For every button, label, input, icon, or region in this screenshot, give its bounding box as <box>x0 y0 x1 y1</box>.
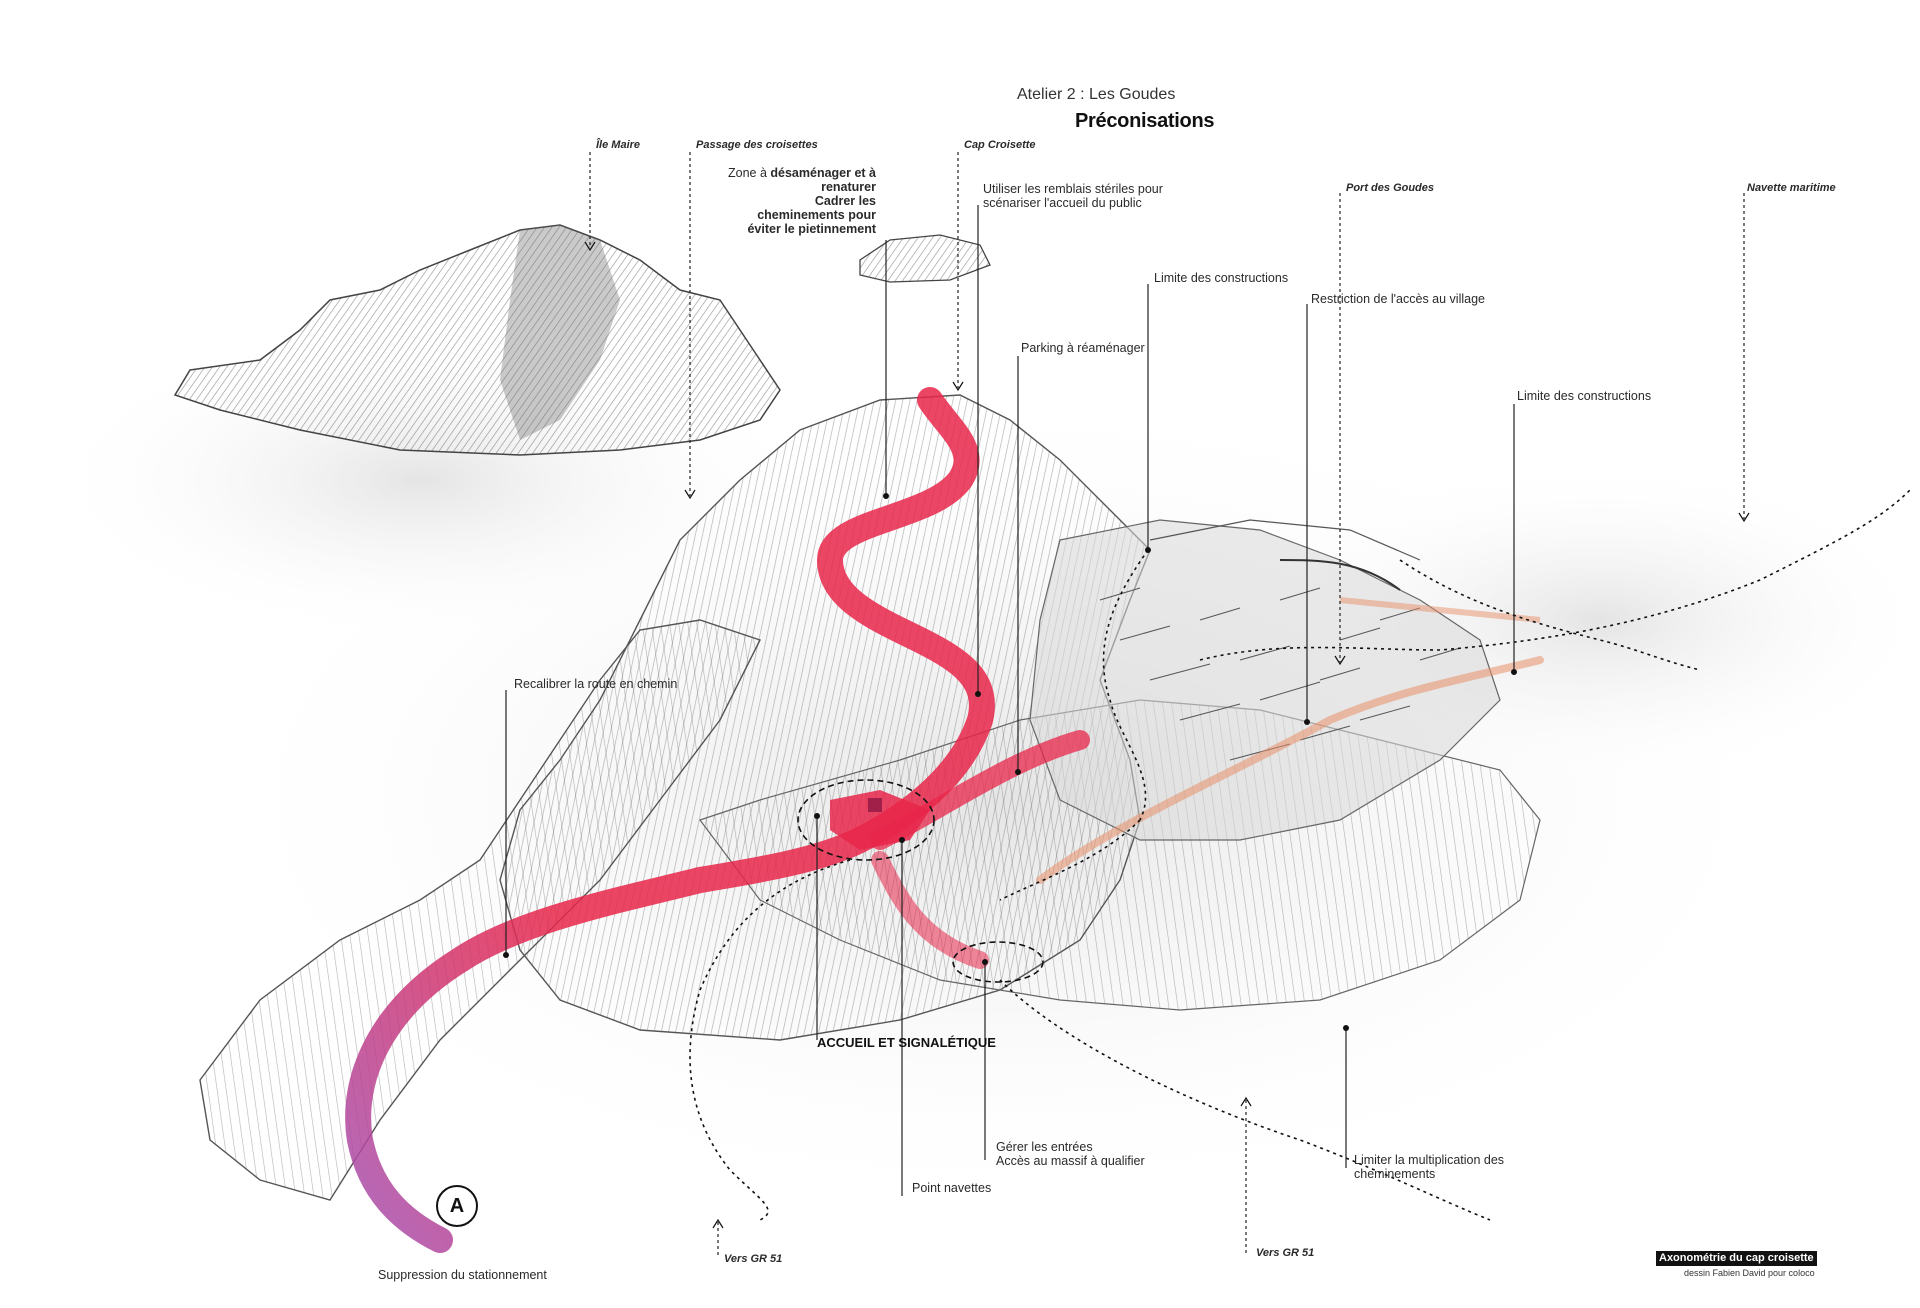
place-vers-gr51-right: Vers GR 51 <box>1256 1247 1315 1259</box>
dotted-trails <box>689 489 1911 1221</box>
ile-maire-island <box>173 224 781 456</box>
leader-lines <box>505 152 1745 1255</box>
place-vers-gr51-left: Vers GR 51 <box>724 1253 783 1265</box>
leader-arrows <box>584 241 1750 1229</box>
annotation-gerer-entrees: Gérer les entrées Accès au massif à qual… <box>996 1140 1145 1168</box>
cap-croisette-landmass <box>199 394 1541 1201</box>
annotation-limite-constructions-2: Limite des constructions <box>1517 389 1652 403</box>
annotation-entrees-line1: Gérer les entrées <box>996 1140 1093 1154</box>
annotation-remblais: Utiliser les remblais stériles pour scén… <box>983 182 1163 210</box>
place-port-des-goudes: Port des Goudes <box>1346 182 1435 194</box>
annotation-limiter-cheminements: Limiter la multiplication des cheminemen… <box>1354 1153 1504 1181</box>
place-cap-croisette: Cap Croisette <box>964 139 1036 151</box>
page-subtitle: Atelier 2 : Les Goudes <box>1017 86 1176 103</box>
village-road <box>1036 597 1544 884</box>
annotation-entrees-line2: Accès au massif à qualifier <box>996 1154 1145 1168</box>
annotation-limiter-line2: cheminements <box>1354 1167 1436 1181</box>
annotation-limite-constructions-1: Limite des constructions <box>1154 271 1289 285</box>
annotation-zone-line1a: Zone à <box>728 166 771 180</box>
marker-a: A <box>436 1185 478 1227</box>
cap-islet <box>859 234 991 283</box>
focus-ellipses <box>797 779 1044 983</box>
annotation-accueil-line1: ACCUEIL <box>817 1035 875 1050</box>
annotation-parking: Parking à réaménager <box>1021 341 1145 355</box>
annotation-limiter-line1: Limiter la multiplication des <box>1354 1153 1505 1167</box>
place-ile-maire: Île Maire <box>596 139 641 151</box>
annotation-remblais-line1: Utiliser les remblais stériles pour <box>983 182 1163 196</box>
place-passage-croisettes: Passage des croisettes <box>696 139 818 151</box>
annotation-zone-line5: éviter le pietinnement <box>747 222 876 236</box>
annotation-remblais-line2: scénariser l'accueil du public <box>983 196 1142 210</box>
annotation-recalibrer-route: Recalibrer la route en chemin <box>514 677 678 691</box>
main-route <box>345 387 1090 1253</box>
annotation-zone-line3: Cadrer les <box>814 194 876 208</box>
annotation-zone-desamenager: Zone à désaménager et à renaturer Cadrer… <box>690 166 876 236</box>
annotation-accueil-line2: ET SIGNALÉTIQUE <box>878 1035 996 1050</box>
annotation-accueil-signaletique: ACCUEIL ET SIGNALÉTIQUE <box>817 1035 996 1050</box>
annotation-zone-line4: cheminements pour <box>757 208 876 222</box>
annotation-point-navettes: Point navettes <box>912 1181 992 1195</box>
village-goudes <box>1099 519 1461 761</box>
annotation-restriction-village: Restriction de l'accès au village <box>1311 292 1485 306</box>
annotation-zone-line2: renaturer <box>821 180 876 194</box>
place-navette-maritime: Navette maritime <box>1747 182 1836 194</box>
credit-title: Axonométrie du cap croisette <box>1656 1251 1817 1266</box>
leader-dots <box>503 493 1517 1031</box>
credit-author: dessin Fabien David pour coloco <box>1684 1268 1815 1278</box>
annotation-suppression-stationnement: Suppression du stationnement <box>378 1268 547 1282</box>
annotation-zone-line1b: désaménager et à <box>770 166 876 180</box>
page-title: Préconisations <box>1075 110 1215 132</box>
